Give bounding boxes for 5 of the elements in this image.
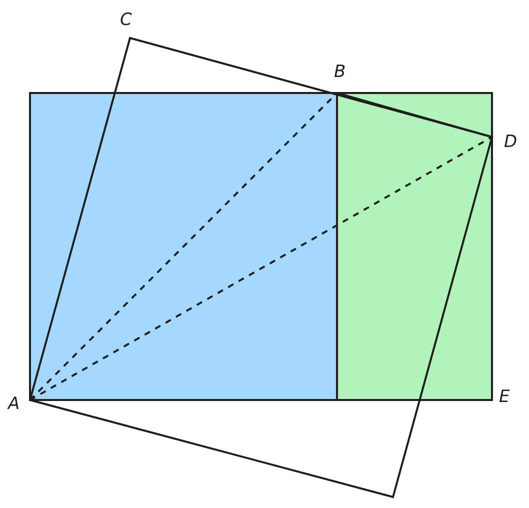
point-label: A <box>8 396 20 413</box>
point-label: E <box>499 389 510 406</box>
point-label: D <box>504 134 518 151</box>
point-label: B <box>334 64 346 81</box>
point-label: C <box>120 12 132 29</box>
